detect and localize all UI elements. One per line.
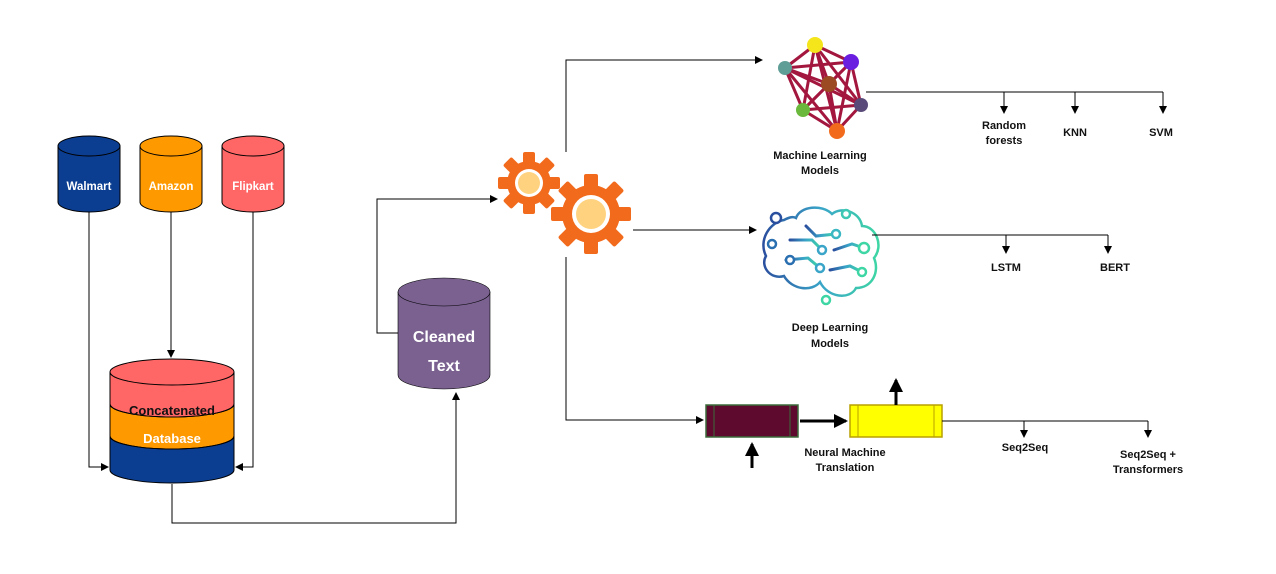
amazon-label: Amazon <box>149 181 194 193</box>
svm-label: SVM <box>1149 127 1173 139</box>
encoder-block <box>705 404 799 438</box>
ml-title-line2: Models <box>801 165 839 177</box>
walmart-source-db: Walmart <box>57 135 121 213</box>
nmt-title-line2: Translation <box>816 462 875 474</box>
amazon-source-db: Amazon <box>139 135 203 213</box>
brain-nodes <box>766 208 871 306</box>
flipkart-to-db-arrow <box>235 212 254 471</box>
cleaned-text-db: Cleaned Text <box>397 277 491 390</box>
dl-title-line2: Models <box>811 338 849 350</box>
gears-to-nmt-arrow <box>565 257 704 424</box>
gears-to-ml-arrow <box>565 56 763 152</box>
walmart-to-db-arrow <box>88 212 109 471</box>
rf-label-line1: Random <box>982 120 1026 132</box>
cleaned-label: Cleaned <box>413 329 475 346</box>
seq2seq-label: Seq2Seq <box>1002 442 1048 454</box>
knn-label: KNN <box>1063 127 1087 139</box>
cleaned-to-gears-arrow <box>376 195 498 334</box>
concatenated-label: Concatenated <box>129 403 215 418</box>
decoder-block <box>849 404 943 438</box>
neural-network-icon <box>778 37 868 139</box>
lstm-label: LSTM <box>991 262 1021 274</box>
walmart-label: Walmart <box>67 181 112 193</box>
seq2seq-transformers-line2: Transformers <box>1113 464 1183 476</box>
database-label: Database <box>143 431 201 446</box>
bert-label: BERT <box>1100 262 1130 274</box>
gear-icon <box>498 152 631 254</box>
db-to-cleaned-arrow <box>171 392 460 524</box>
text-label: Text <box>428 358 460 375</box>
flipkart-label: Flipkart <box>232 181 274 193</box>
ml-title-line1: Machine Learning <box>773 150 867 162</box>
flipkart-source-db: Flipkart <box>221 135 285 213</box>
dl-title-line1: Deep Learning <box>792 322 868 334</box>
seq2seq-transformers-line1: Seq2Seq + <box>1120 449 1176 461</box>
concatenated-database: Concatenated Database <box>109 358 235 484</box>
rf-label-line2: forests <box>986 135 1023 147</box>
nmt-title-line1: Neural Machine <box>804 447 885 459</box>
